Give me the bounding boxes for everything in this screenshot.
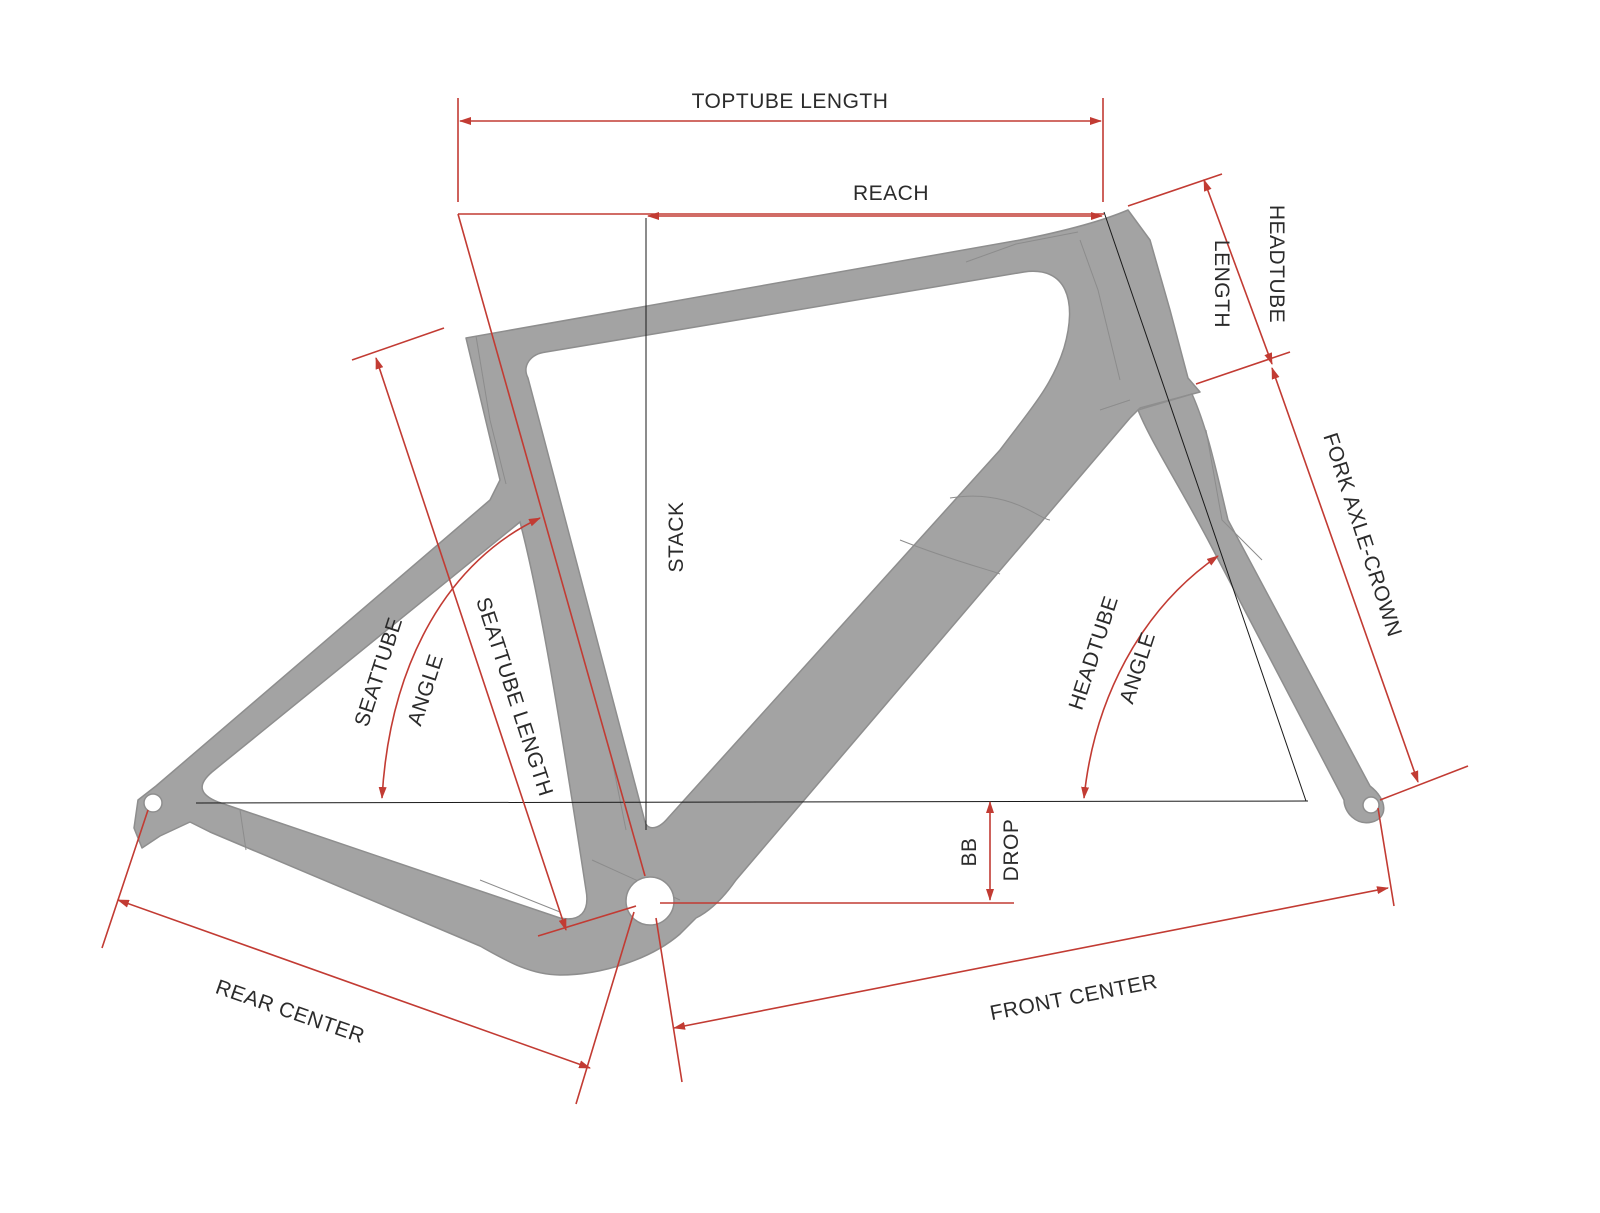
front-dropout-axle	[1362, 796, 1380, 814]
rear-center-left-extension	[101, 809, 149, 949]
front-center-left-extension	[655, 917, 683, 1083]
toptube-length-label: TOPTUBE LENGTH	[692, 90, 889, 113]
front-center-right-extension	[1377, 807, 1395, 907]
reach-label: REACH	[853, 182, 929, 205]
bb-drop-label-line2: DROP	[1000, 819, 1023, 882]
rear-center-dimension	[117, 899, 591, 1069]
front-center-dimension	[673, 886, 1389, 1030]
headtube-length-label-line1: HEADTUBE	[1265, 205, 1288, 323]
headtube-length-label-line2: LENGTH	[1210, 240, 1233, 328]
bottom-bracket-shell	[625, 876, 675, 926]
front-triangle-opening	[525, 270, 1071, 829]
rear-center-right-extension	[575, 911, 635, 1105]
stack-label: STACK	[665, 502, 688, 573]
front-center-label: FRONT CENTER	[988, 970, 1159, 1025]
headtube-length-dimension	[1203, 179, 1273, 365]
rear-dropout-axle	[143, 793, 163, 813]
headtube-angle-arc	[1081, 555, 1219, 799]
headtube-angle-label-line1: HEADTUBE	[1065, 593, 1123, 713]
bb-drop-label-line1: BB	[958, 837, 981, 866]
headtube-bottom-extension	[1195, 351, 1291, 385]
bike-frame	[133, 209, 1385, 976]
dimension-lines	[101, 98, 1469, 1105]
seattube-angle-arc	[378, 517, 541, 799]
fork-axle-crown-dimension	[1271, 367, 1419, 783]
rear-center-label: REAR CENTER	[213, 976, 368, 1049]
fork-bottom-extension	[1379, 765, 1469, 801]
seattube-top-extension	[351, 327, 445, 361]
